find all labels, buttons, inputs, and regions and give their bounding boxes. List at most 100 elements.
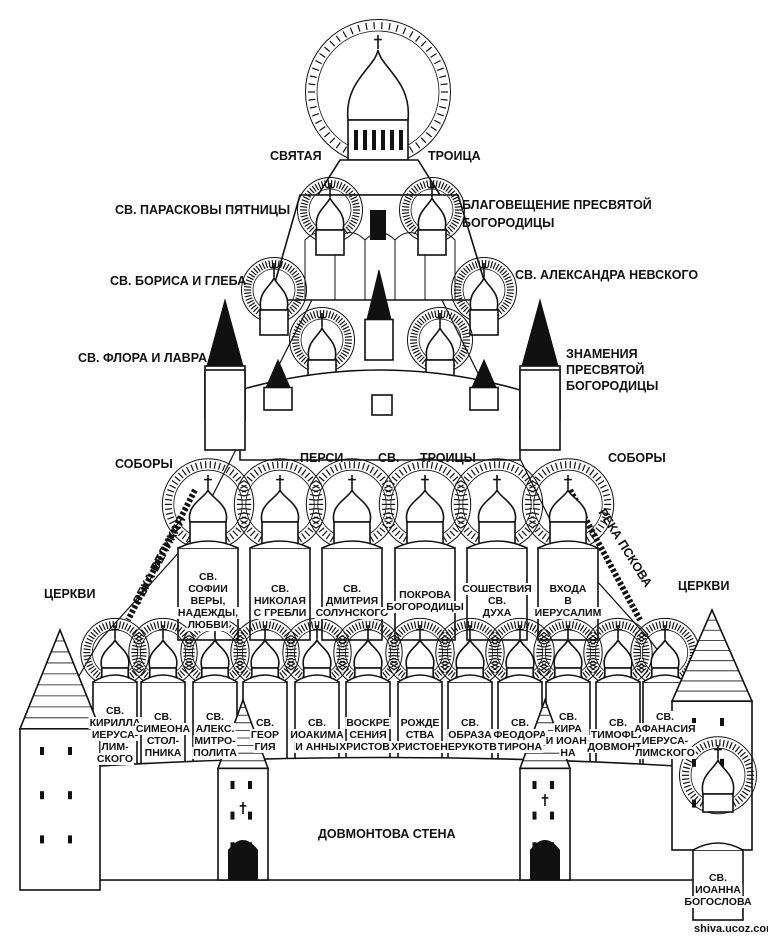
halo-ray (402, 213, 409, 214)
cross-icon (159, 625, 167, 639)
label-sobory-right: СОБОРЫ (608, 451, 666, 465)
halo-ray (413, 463, 415, 470)
halo-ray (300, 207, 307, 208)
label-alexander-nevsky: СВ. АЛЕКСАНДРА НЕВСКОГО (515, 268, 698, 282)
halo-ray (316, 499, 323, 500)
drum (703, 794, 733, 812)
halo-ray (382, 499, 389, 500)
halo-ray (684, 632, 689, 636)
halo-ray (345, 343, 352, 344)
halo-ray (295, 350, 301, 353)
halo-ray (463, 337, 470, 338)
halo-ray (331, 312, 334, 318)
halo-ray (392, 528, 397, 532)
window (248, 781, 252, 789)
halo-ray (747, 771, 754, 772)
cathedral-label-line: СОШЕСТВИЯ (462, 583, 531, 595)
cross-icon (276, 475, 284, 489)
gate (530, 840, 560, 880)
halo-ray (324, 132, 329, 136)
halo-ray (358, 462, 359, 469)
halo-ray (462, 333, 469, 335)
window (363, 130, 367, 150)
halo-ray (437, 68, 444, 70)
halo-ray (184, 655, 191, 656)
church-label-line: АЛЕКС. (196, 723, 235, 735)
halo-ray (318, 182, 321, 188)
halo-ray (292, 305, 297, 309)
halo-ray (305, 531, 310, 536)
halo-ray (191, 465, 194, 471)
halo-ray (462, 330, 469, 332)
halo-ray (688, 642, 695, 644)
drum (418, 230, 446, 255)
halo-ray (343, 31, 347, 37)
halo-ray (286, 462, 287, 469)
halo-ray (353, 207, 360, 208)
halo-ray (410, 343, 417, 344)
halo-ray (389, 655, 396, 656)
halo-ray (374, 533, 378, 539)
halo-ray (139, 645, 146, 647)
halo-ray (300, 213, 307, 214)
halo-ray (428, 312, 431, 318)
cathedral-label-line: ВЕРЫ, (191, 595, 226, 607)
halo-ray (537, 649, 544, 650)
halo-ray (489, 649, 496, 650)
halo-ray (603, 494, 610, 496)
label-paraskeva: СВ. ПАРАСКОВЫ ПЯТНИЦЫ (115, 203, 290, 217)
halo-ray (366, 465, 369, 471)
window (372, 130, 376, 150)
halo-ray (307, 314, 311, 320)
church-label-line: РОЖДЕ (401, 717, 440, 729)
roof-arch (448, 675, 492, 682)
onion-dome-icon (333, 490, 370, 522)
halo-ray (345, 337, 352, 338)
halo-ray (250, 473, 255, 478)
church-label-line: СВ. (511, 717, 529, 729)
halo-ray (85, 642, 92, 644)
roof-arch (93, 675, 137, 682)
church-label-line: ЛИМ- (101, 741, 129, 753)
halo-ray (646, 627, 650, 633)
halo-ray (119, 621, 120, 628)
halo-ray (236, 477, 241, 481)
halo-ray (443, 467, 447, 473)
halo-ray (396, 25, 398, 32)
halo-ray (234, 645, 241, 647)
halo-ray (247, 300, 253, 303)
halo-ray (413, 350, 419, 353)
halo-ray (84, 655, 91, 656)
halo-ray (297, 287, 304, 288)
halo-ray (439, 649, 446, 650)
halo-ray (251, 305, 256, 309)
cathedral-label-line: СОЛУНСКОГО (316, 607, 389, 619)
single-church-label-line: СВ. (709, 872, 727, 884)
halo-ray (485, 463, 487, 470)
halo-ray (643, 671, 648, 676)
halo-ray (343, 147, 347, 153)
label-sobory-left: СОБОРЫ (115, 457, 173, 471)
halo-ray (538, 661, 545, 663)
church-label-line: СВ. (609, 717, 627, 729)
halo-ray (309, 188, 314, 193)
halo-ray (385, 630, 390, 635)
halo-ray (133, 642, 140, 644)
halo-ray (337, 655, 344, 656)
halo-ray (462, 345, 469, 347)
halo-ray (383, 513, 390, 515)
halo-ray (336, 143, 340, 149)
halo-ray (459, 324, 465, 328)
halo-ray (309, 509, 316, 510)
onion-dome-icon (261, 490, 298, 522)
halo-ray (410, 147, 414, 153)
halo-ray (280, 672, 284, 678)
halo-ray (395, 473, 400, 478)
halo-ray (93, 671, 98, 676)
halo-ray (630, 625, 634, 631)
halo-ray (319, 528, 324, 532)
halo-ray (485, 672, 489, 678)
onion-dome-icon (651, 640, 679, 668)
halo-ray (244, 499, 251, 500)
